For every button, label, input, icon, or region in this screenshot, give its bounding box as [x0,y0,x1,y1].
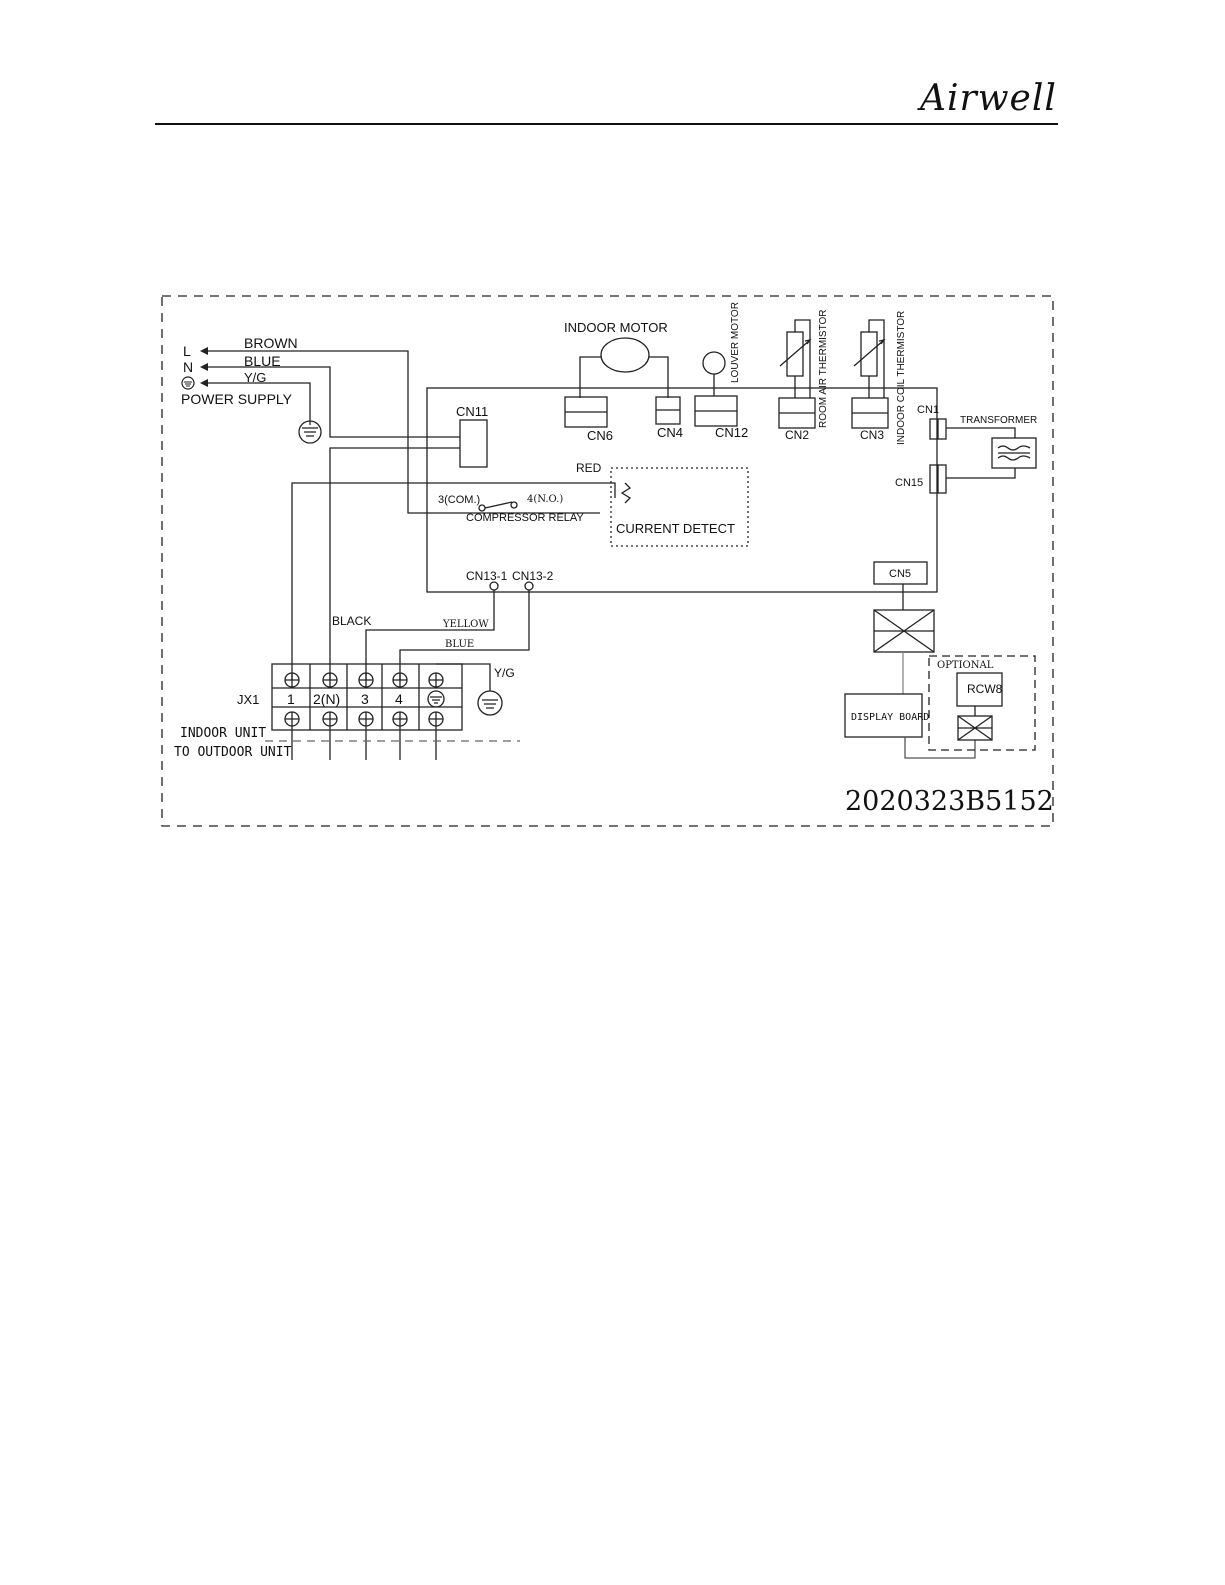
room-thermistor-icon [786,331,804,377]
louver-motor-icon [702,351,726,375]
ground-icon-terminal [427,690,445,708]
label-red: RED [576,461,602,475]
connector-cn11 [459,419,488,468]
terminal-cn13-1 [489,581,499,591]
label-cn13-1: CN13-1 [466,569,508,583]
label-transformer: TRANSFORMER [960,415,1037,426]
label-cn15: CN15 [895,477,923,489]
ground-icon-supply [298,420,322,444]
label-yg2: Y/G [494,666,515,680]
label-black: BLACK [332,614,371,628]
label-compressor-relay: COMPRESSOR RELAY [466,512,584,524]
label-blue2: BLUE [445,639,474,650]
ground-icon-power [181,376,195,390]
label-jx1: JX1 [237,692,259,707]
label-cn13-2: CN13-2 [512,569,554,583]
label-terminal-2n: 2(N) [313,691,340,707]
label-brown: BROWN [244,335,298,351]
optional-box [928,655,1036,751]
label-cn6: CN6 [587,428,613,443]
label-terminal-4: 4 [395,691,403,707]
label-cn11: CN11 [456,404,488,419]
label-yg: Y/G [244,370,266,385]
connector-cn5 [873,561,928,585]
label-optional: OPTIONAL [937,660,994,671]
drawing-code: 2020323B5152 [845,786,1054,817]
relay-contact-no [510,501,518,509]
label-n: N [183,359,193,375]
coil-thermistor-icon [860,331,878,377]
ground-icon-yg [477,690,503,716]
label-cn2: CN2 [785,428,809,442]
terminal-block-jx1 [271,663,463,731]
header-rule [155,123,1058,125]
label-cn4: CN4 [657,425,683,440]
diagram-frame [161,295,1054,827]
transformer-icon [991,437,1037,469]
label-com: 3(COM.) [438,494,480,506]
label-power-supply: POWER SUPPLY [181,391,293,407]
label-cn3: CN3 [860,428,884,442]
current-detect-box [610,467,749,547]
label-terminal-1: 1 [287,691,295,707]
label-room-thermistor: ROOM AIR THERMISTOR [818,309,829,428]
label-coil-thermistor: INDOOR COIL THERMISTOR [896,311,907,445]
pcb-board [426,387,938,593]
label-cn1: CN1 [917,404,939,416]
label-l: L [183,343,191,359]
label-louver-motor: LOUVER MOTOR [730,302,741,383]
terminal-cn13-2 [524,581,534,591]
label-terminal-3: 3 [361,691,369,707]
label-cn5: CN5 [889,568,911,580]
rcw8-box [956,672,1003,707]
display-board [844,693,923,738]
label-to-outdoor-unit: TO OUTDOOR UNIT [174,745,292,760]
label-indoor-motor: INDOOR MOTOR [564,320,668,335]
label-blue: BLUE [244,353,281,369]
label-rcw8: RCW8 [967,682,1003,696]
indoor-motor-icon [600,337,650,373]
airwell-logo: Airwell [920,78,1057,119]
label-no: 4(N.O.) [527,494,563,505]
label-display-board: DISPLAY BOARD [851,712,929,723]
label-current-detect: CURRENT DETECT [616,521,735,536]
label-cn12: CN12 [715,425,748,440]
label-indoor-unit: INDOOR UNIT [180,726,266,741]
label-yellow: YELLOW [442,619,489,630]
